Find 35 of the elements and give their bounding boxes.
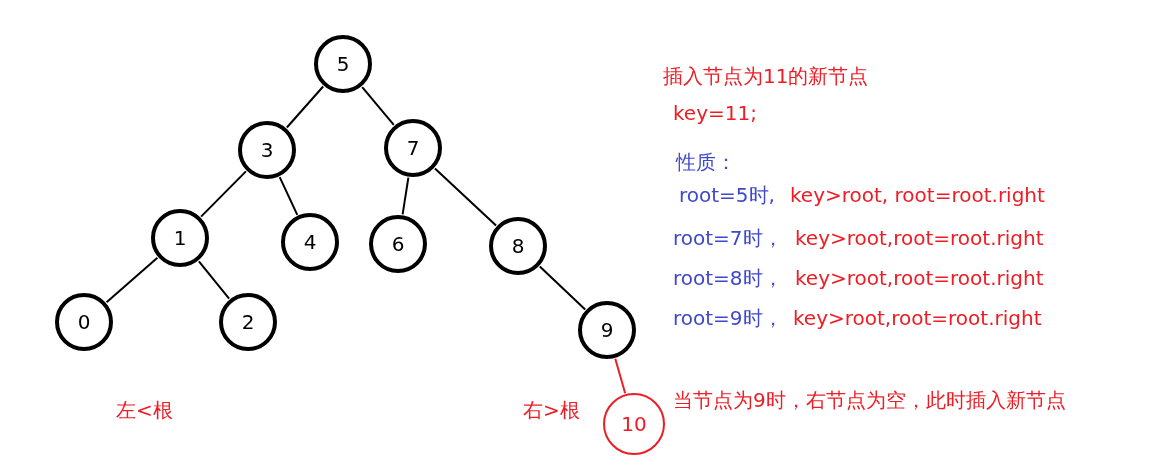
tree-node-circle: 10 [603, 393, 665, 455]
tree-node-circle: 2 [219, 293, 277, 351]
tree-node-circle: 9 [578, 301, 636, 359]
note-text: key>root,root=root.right [795, 266, 1044, 290]
note-text: 右>根 [523, 398, 580, 422]
note-text: root=9时， [673, 306, 783, 330]
tree-edge [285, 85, 325, 129]
tree-edge [401, 176, 410, 216]
tree-edge [433, 167, 498, 227]
note-text: 当节点为9时，右节点为空，此时插入新节点 [673, 388, 1066, 412]
tree-edge [200, 170, 247, 218]
note-text: key>root, root=root.right [790, 183, 1045, 207]
tree-node-circle: 0 [55, 293, 113, 351]
note-text: 左<根 [116, 398, 173, 422]
tree-node-circle: 1 [151, 209, 209, 267]
tree-node-circle: 3 [238, 121, 296, 179]
tree-node-circle: 6 [369, 215, 427, 273]
note-text: 性质： [676, 150, 736, 174]
tree-edge [197, 260, 231, 300]
tree-edge [361, 86, 395, 126]
tree-edge [105, 256, 159, 304]
note-text: 插入节点为11的新节点 [663, 64, 869, 88]
note-text: root=5时, [679, 183, 775, 207]
tree-edge [614, 357, 627, 395]
tree-node-circle: 7 [384, 119, 442, 177]
note-text: root=8时， [673, 266, 783, 290]
note-text: key=11; [673, 101, 757, 125]
tree-node-circle: 4 [281, 213, 339, 271]
note-text: key>root,root=root.right [793, 306, 1042, 330]
tree-edge [538, 265, 587, 311]
note-text: root=7时， [673, 226, 783, 250]
tree-edge [278, 176, 299, 216]
note-text: key>root,root=root.right [795, 226, 1044, 250]
tree-node-circle: 8 [489, 217, 547, 275]
tree-node-circle: 5 [314, 35, 372, 93]
